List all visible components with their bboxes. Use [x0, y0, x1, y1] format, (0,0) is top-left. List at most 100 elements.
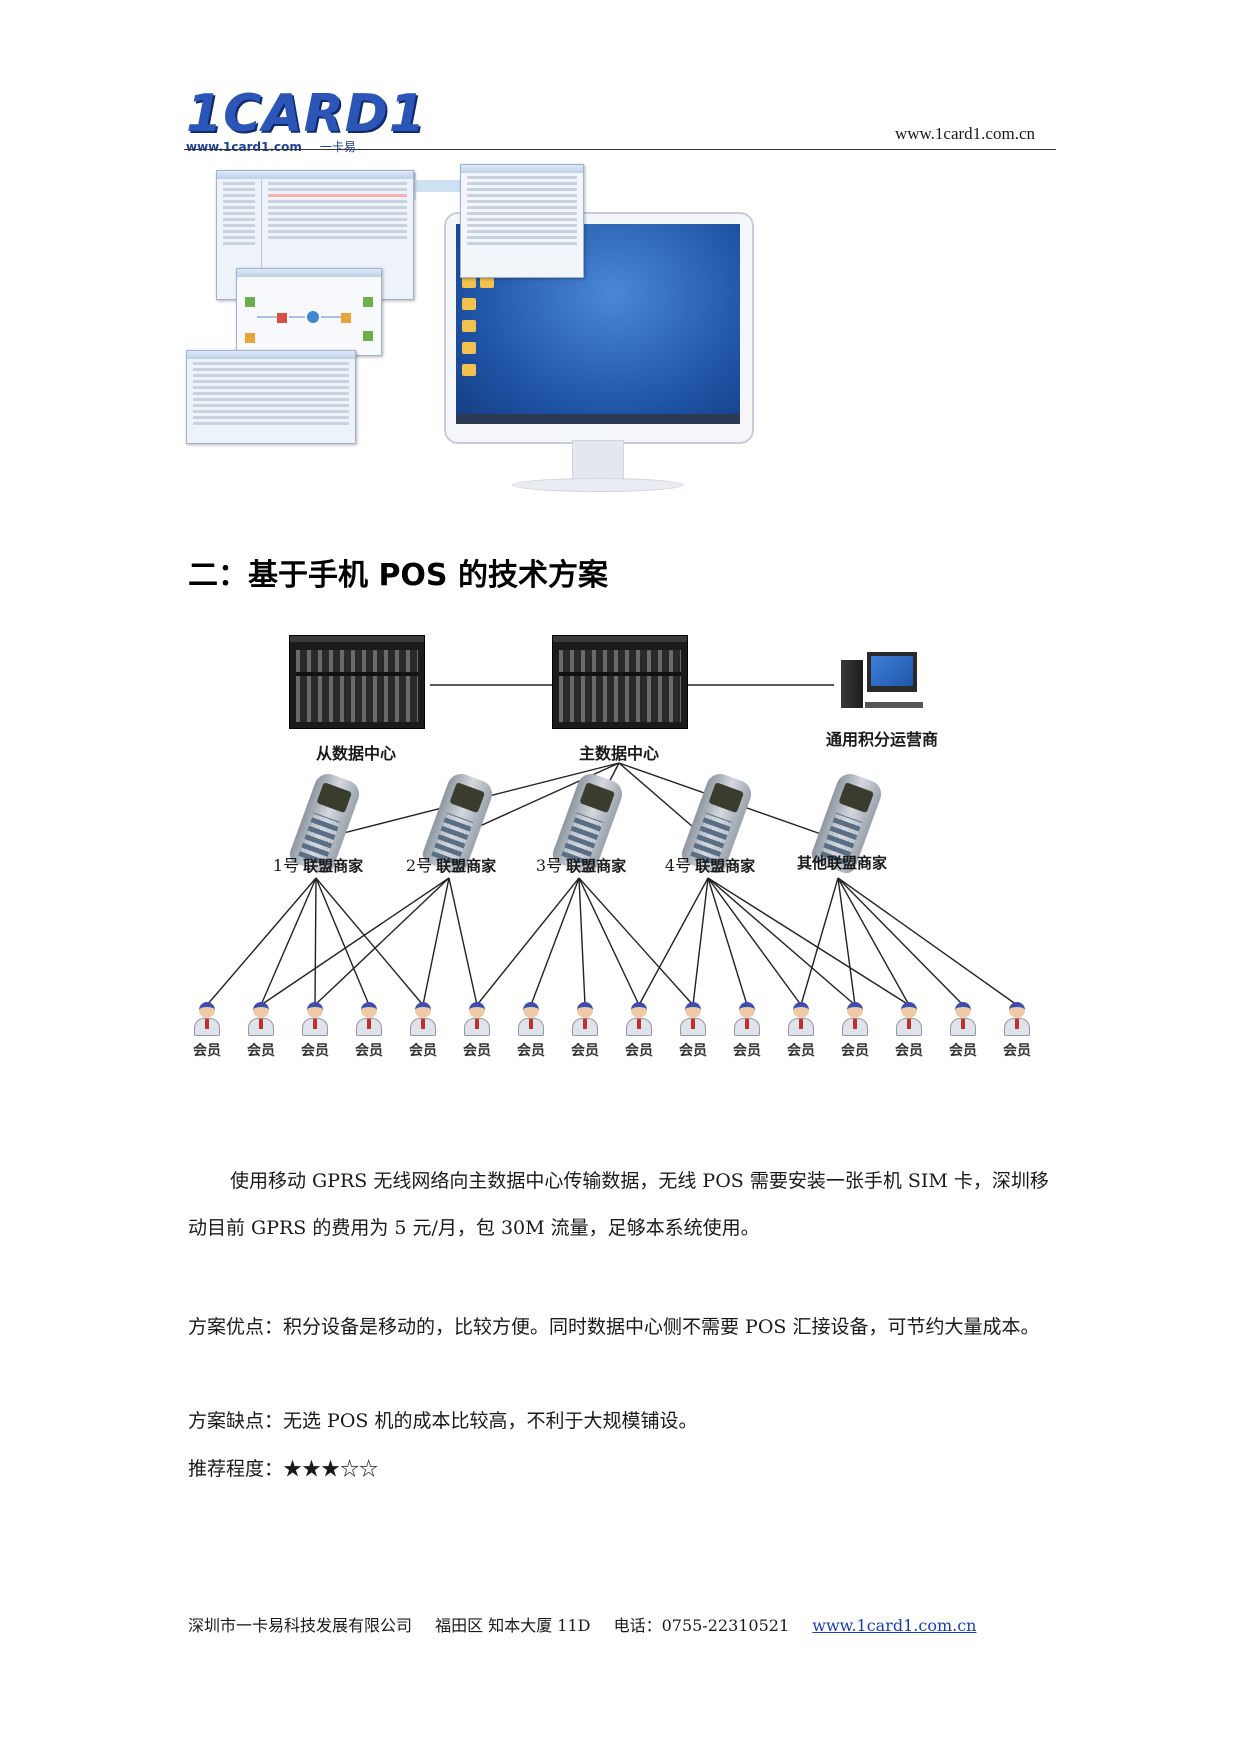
member-label: 会员 [571, 1043, 599, 1059]
member-label: 会员 [517, 1043, 545, 1059]
star-filled-icon: ★ [283, 1458, 303, 1480]
paragraph-gprs: 使用移动 GPRS 无线网络向主数据中心传输数据，无线 POS 需要安装一张手机… [188, 1170, 1049, 1239]
link-merchant-member [692, 877, 709, 1006]
merchant-number: 1号 [272, 856, 300, 875]
slave-data-center-label: 从数据中心 [315, 744, 397, 763]
merchant-name: 其他联盟商家 [796, 854, 888, 872]
member-icon [408, 1002, 438, 1038]
member-label: 会员 [193, 1043, 221, 1059]
footer-website-link[interactable]: www.1card1.com.cn [812, 1616, 977, 1635]
link-merchant-member [707, 877, 856, 1006]
link-merchant-member [314, 877, 450, 1006]
software-screenshot-collage [186, 164, 756, 500]
member-icon [1002, 1002, 1032, 1038]
paragraph-recommendation: 推荐程度：★★★☆☆ [188, 1446, 1060, 1493]
link-merchant-member [206, 877, 317, 1006]
paragraph-advantages: 方案优点：积分设备是移动的，比较方便。同时数据中心侧不需要 POS 汇接设备，可… [188, 1316, 1040, 1338]
member-label: 会员 [625, 1043, 653, 1059]
member-icon [786, 1002, 816, 1038]
link-merchant-member [530, 877, 580, 1006]
member-label: 会员 [355, 1043, 383, 1059]
merchant-number: 2号 [405, 856, 433, 875]
company-logo: 1CARD1 www.1card1.com 一卡易 [186, 86, 426, 155]
link-merchant-member [315, 877, 424, 1006]
member-icon [678, 1002, 708, 1038]
member-label: 会员 [463, 1043, 491, 1059]
merchant-name: 联盟商家 [436, 857, 497, 875]
footer-company: 深圳市一卡易科技发展有限公司 [188, 1616, 413, 1635]
member-icon [570, 1002, 600, 1038]
operator-label: 通用积分运营商 [825, 730, 939, 749]
member-icon [516, 1002, 546, 1038]
link-merchant-member [638, 877, 709, 1006]
link-merchant-member [315, 877, 370, 1006]
member-label: 会员 [679, 1043, 707, 1059]
member-form-window [460, 164, 584, 278]
merchant-label: 2号联盟商家 [406, 852, 496, 876]
member-icon [354, 1002, 384, 1038]
merchant-label: 其他联盟商家 [793, 852, 887, 873]
member-icon [462, 1002, 492, 1038]
merchant-label: 4号联盟商家 [665, 852, 755, 876]
link-merchant-member [707, 877, 802, 1006]
section-heading: 二：基于手机 POS 的技术方案 [188, 558, 608, 593]
merchant-name: 联盟商家 [566, 857, 627, 875]
page-footer: 深圳市一卡易科技发展有限公司 福田区 知本大厦 11D 电话：0755-2231… [188, 1612, 976, 1636]
member-label: 会员 [949, 1043, 977, 1059]
logo-text: 1CARD1 [186, 84, 426, 144]
link-merchant-member [837, 877, 964, 1006]
merchant-number: 4号 [664, 856, 692, 875]
member-icon [246, 1002, 276, 1038]
link-merchant-member [260, 877, 317, 1006]
member-icon [948, 1002, 978, 1038]
link-merchant-member [476, 877, 580, 1006]
star-filled-icon: ★ [302, 1458, 322, 1480]
transaction-table-window [186, 350, 356, 444]
header-divider [184, 149, 1056, 150]
link-merchant-member [837, 877, 910, 1006]
header-url: www.1card1.com.cn [894, 124, 1035, 143]
link-merchant-member [837, 877, 1018, 1006]
footer-address: 福田区 知本大厦 11D [435, 1616, 591, 1635]
logo-sub-url: www.1card1.com [186, 140, 302, 154]
star-empty-icon: ☆ [359, 1458, 379, 1480]
member-label: 会员 [301, 1043, 329, 1059]
link-merchant-member [578, 877, 640, 1006]
member-icon [624, 1002, 654, 1038]
member-label: 会员 [841, 1043, 869, 1059]
member-icon [840, 1002, 870, 1038]
logo-subtitle: www.1card1.com 一卡易 [186, 138, 426, 155]
member-label: 会员 [733, 1043, 761, 1059]
link-merchant-member [707, 877, 748, 1006]
merchant-name: 联盟商家 [695, 857, 756, 875]
member-icon [300, 1002, 330, 1038]
paragraph-disadvantages: 方案缺点：无选 POS 机的成本比较高，不利于大规模铺设。 [188, 1410, 698, 1432]
footer-phone: 电话：0755-22310521 [613, 1616, 790, 1635]
workflow-window [236, 268, 382, 356]
link-merchant-member [578, 877, 586, 1006]
link-merchant-member [422, 877, 450, 1006]
member-label: 会员 [247, 1043, 275, 1059]
recommendation-label: 推荐程度： [188, 1458, 284, 1480]
link-merchant-member [707, 877, 910, 1006]
slave-data-center-server [289, 635, 425, 729]
link-merchant-member [578, 877, 694, 1006]
link-merchant-member [260, 877, 450, 1006]
member-icon [894, 1002, 924, 1038]
member-icon [732, 1002, 762, 1038]
link-merchant-member [837, 877, 856, 1006]
member-label: 会员 [787, 1043, 815, 1059]
star-filled-icon: ★ [321, 1458, 341, 1480]
logo-sub-cn: 一卡易 [319, 140, 356, 154]
link-merchant-member [448, 877, 478, 1006]
member-label: 会员 [1003, 1043, 1031, 1059]
master-data-center-label: 主数据中心 [578, 744, 660, 763]
member-label: 会员 [409, 1043, 437, 1059]
member-icon [192, 1002, 222, 1038]
link-merchant-member [800, 877, 839, 1006]
link-merchant-member [314, 877, 317, 1006]
merchant-label: 1号联盟商家 [273, 852, 363, 876]
merchant-label: 3号联盟商家 [536, 852, 626, 876]
rating-stars: ★★★☆☆ [283, 1458, 378, 1480]
